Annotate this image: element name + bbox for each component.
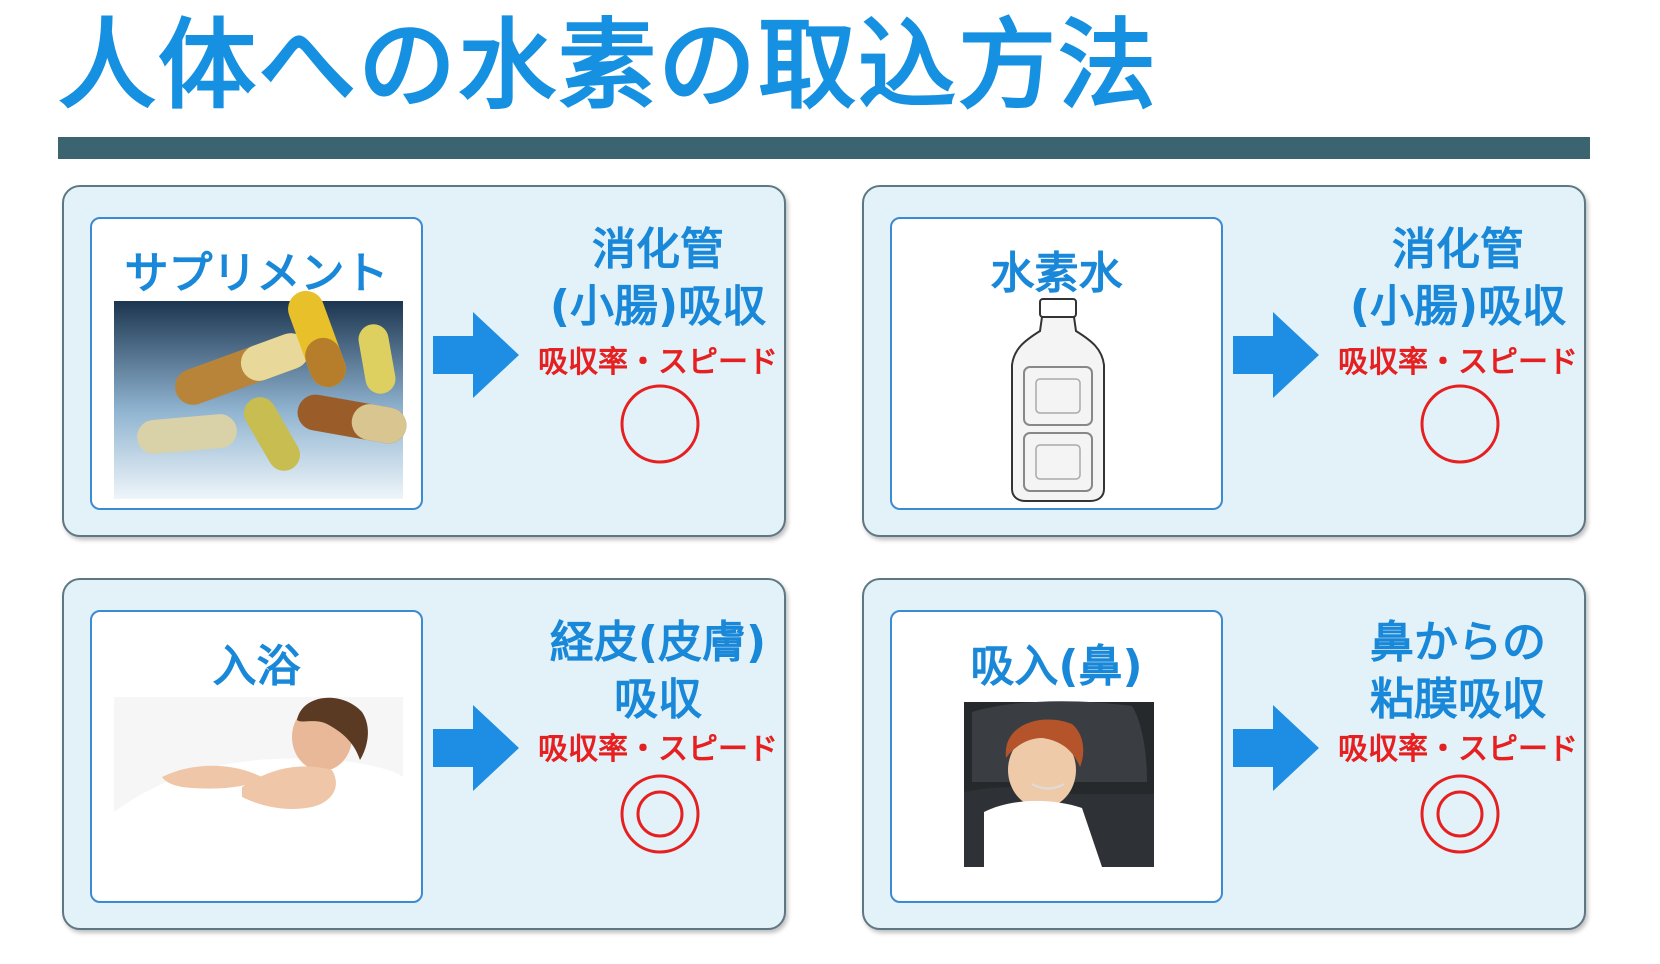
route-line-2: 吸収 (614, 674, 702, 725)
absorption-route: 消化管 (小腸)吸収 (529, 221, 787, 335)
arrow-right-icon (433, 312, 519, 398)
route-line-1: 消化管 (1392, 224, 1524, 275)
water-bottle-image (1011, 298, 1105, 502)
method-image-box: 入浴 (90, 610, 423, 903)
speed-label: 吸収率・スピード (538, 732, 778, 767)
route-line-2: 粘膜吸収 (1370, 674, 1546, 725)
arrow-right-icon (433, 705, 519, 791)
method-label: サプリメント (124, 248, 389, 299)
method-image-box: 水素水 (890, 217, 1223, 510)
route-line-1: 鼻からの (1370, 617, 1546, 668)
page-title: 人体への水素の取込方法 (58, 9, 1159, 123)
absorption-route: 鼻からの 粘膜吸収 (1329, 614, 1587, 728)
method-image-box: サプリメント (90, 217, 423, 510)
title-divider (58, 137, 1590, 159)
speed-label: 吸収率・スピード (1338, 345, 1578, 380)
woman-inhaling-image (964, 701, 1154, 867)
method-label: 吸入(鼻) (970, 641, 1143, 692)
route-line-2: (小腸)吸収 (1349, 281, 1567, 332)
route-line-1: 経皮(皮膚) (549, 617, 767, 668)
rating-circle-icon (620, 384, 700, 464)
method-label: 水素水 (990, 248, 1123, 299)
speed-label: 吸収率・スピード (1338, 732, 1578, 767)
absorption-route: 経皮(皮膚) 吸収 (529, 614, 787, 728)
method-card-hydrogen-water: 水素水 消化管 (小腸)吸収 吸収率・スピード (862, 185, 1586, 537)
rating-double-circle-icon (620, 774, 700, 854)
speed-label: 吸収率・スピード (538, 345, 778, 380)
absorption-route: 消化管 (小腸)吸収 (1329, 221, 1587, 335)
arrow-right-icon (1233, 312, 1319, 398)
method-card-bath: 入浴 経皮(皮膚) 吸収 吸収率・スピード (62, 578, 786, 930)
arrow-right-icon (1233, 705, 1319, 791)
route-line-2: (小腸)吸収 (549, 281, 767, 332)
method-image-box: 吸入(鼻) (890, 610, 1223, 903)
woman-bathing-image (114, 697, 403, 897)
route-line-1: 消化管 (592, 224, 724, 275)
method-label: 入浴 (212, 641, 301, 692)
method-card-inhalation: 吸入(鼻) 鼻からの 粘膜吸収 吸収率・スピード (862, 578, 1586, 930)
supplement-capsules-image (114, 290, 407, 499)
rating-double-circle-icon (1420, 774, 1500, 854)
rating-circle-icon (1420, 384, 1500, 464)
method-card-supplement: サプリメント 消化管 (小腸)吸収 吸収率・スピード (62, 185, 786, 537)
